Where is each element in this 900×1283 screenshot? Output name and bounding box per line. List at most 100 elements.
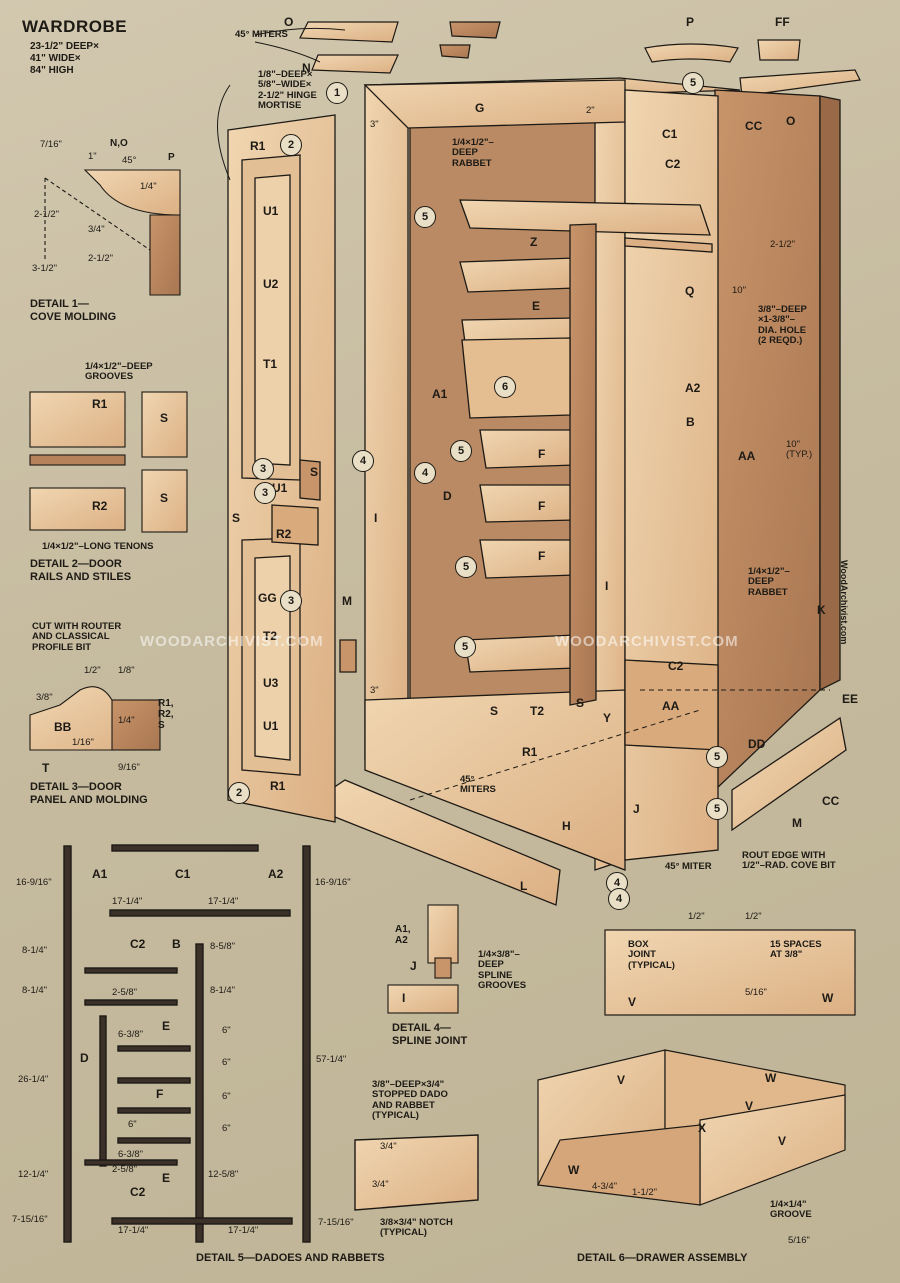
size-line-height: 84" HIGH xyxy=(30,65,74,76)
d6-dim-4-3-4: 4-3/4" xyxy=(592,1181,618,1192)
d5-label-d: D xyxy=(80,1051,89,1065)
d5-label-c2-bottom: C2 xyxy=(130,1185,146,1199)
d1-label-1-4: 1/4" xyxy=(140,181,157,192)
d6-dim-1-2-left: 1/2" xyxy=(688,911,705,922)
part-label-ee: EE xyxy=(842,692,859,706)
d5-dim-left-1: 16-9/16" xyxy=(16,877,52,888)
part-label-s-upper: S xyxy=(310,465,319,479)
d5-dim-inner-2: 17-1/4" xyxy=(208,896,239,907)
part-label-f-3: F xyxy=(538,549,546,563)
watermark-left: WOODARCHIVIST.COM xyxy=(140,633,324,650)
d5-dim-3-4-b: 3/4" xyxy=(372,1179,389,1190)
part-label-cc-top: CC xyxy=(745,119,763,133)
part-label-aa-bottom: AA xyxy=(662,699,680,713)
note-rout-edge: ROUT EDGE WITH 1/2"–RAD. COVE BIT xyxy=(742,850,836,872)
d5-dim-left-2: 8-1/4" xyxy=(22,945,48,956)
d5-label-c2-top: C2 xyxy=(130,937,146,951)
part-label-t1: T1 xyxy=(263,357,278,371)
d3-label-3-8: 3/8" xyxy=(36,692,53,703)
part-label-t2: T2 xyxy=(263,629,278,643)
part-label-aa-right: AA xyxy=(738,449,756,463)
d5-label-a1: A1 xyxy=(92,867,108,881)
d5-dim-inner-7: 2-5/8" xyxy=(112,1164,138,1175)
crown-molding-pieces xyxy=(299,21,861,97)
d5-label-c1: C1 xyxy=(175,867,191,881)
d2-label-s-top: S xyxy=(160,411,169,425)
size-line-width: 41" WIDE× xyxy=(30,53,81,64)
d6-label-v-1: V xyxy=(617,1073,626,1087)
d1-label-7-16: 7/16" xyxy=(40,139,62,150)
d6-label-x: X xyxy=(698,1121,707,1135)
part-label-s-left: S xyxy=(232,511,241,525)
d5-dim-left-6: 7-15/16" xyxy=(12,1214,48,1225)
d5-dim-left-4: 26-1/4" xyxy=(18,1074,49,1085)
part-label-u3: U3 xyxy=(263,676,279,690)
part-label-r1-top: R1 xyxy=(250,139,266,153)
detail-3-drawing xyxy=(29,686,161,751)
watermark-right: WOODARCHIVIST.COM xyxy=(555,633,739,650)
part-label-p: P xyxy=(686,15,695,29)
detail-4-drawing xyxy=(387,904,459,1014)
d1-label-p: P xyxy=(168,152,175,163)
part-label-r1-bottom: R1 xyxy=(270,779,286,793)
note-hinge-mortise: 1/8"–DEEP× 5/8"–WIDE× 2-1/2" HINGE MORTI… xyxy=(258,69,317,112)
d5-dim-right-2: 8-5/8" xyxy=(210,941,236,952)
d5-label-a2: A2 xyxy=(268,867,284,881)
d5-dim-right-4: 6" xyxy=(222,1025,231,1036)
d5-dim-right-6: 6" xyxy=(222,1091,231,1102)
detail-5-drawing xyxy=(63,844,479,1243)
d1-label-no: N,O xyxy=(110,138,128,149)
detail-1-drawing xyxy=(44,169,181,296)
note-3in-bottom: 3" xyxy=(370,685,379,696)
part-label-s-inner-right: S xyxy=(576,696,585,710)
part-label-u2: U2 xyxy=(263,277,279,291)
part-label-d: D xyxy=(443,489,452,503)
d1-label-3-4: 3/4" xyxy=(88,224,105,235)
part-label-n: N xyxy=(302,61,311,75)
side-watermark: WoodArchivist.com xyxy=(839,560,849,645)
detail-3-caption: DETAIL 3—DOOR PANEL AND MOLDING xyxy=(30,781,148,806)
callout-circle: 3 xyxy=(252,458,274,480)
d3-label-9-16: 9/16" xyxy=(118,762,140,773)
d5-dim-left-5: 12-1/4" xyxy=(18,1169,49,1180)
part-label-gg: GG xyxy=(258,591,277,605)
d5-dim-right-9: 7-15/16" xyxy=(318,1217,354,1228)
callout-circle: 4 xyxy=(352,450,374,472)
part-label-u1-top: U1 xyxy=(263,204,279,218)
d5-dim-inner-9: 17-1/4" xyxy=(228,1225,259,1236)
d3-label-t: T xyxy=(42,761,50,775)
part-label-g: G xyxy=(475,101,485,115)
note-45-miter: 45° MITER xyxy=(665,861,712,872)
callout-circle: 5 xyxy=(706,746,728,768)
callout-circle: 1 xyxy=(326,82,348,104)
note-rabbet-top: 1/4×1/2"– DEEP RABBET xyxy=(452,137,494,169)
detail-6-caption: DETAIL 6—DRAWER ASSEMBLY xyxy=(577,1252,748,1264)
part-label-ff: FF xyxy=(775,15,790,29)
detail-1-caption: DETAIL 1— COVE MOLDING xyxy=(30,298,117,323)
d6-label-v-3: V xyxy=(778,1134,787,1148)
part-label-a2: A2 xyxy=(685,381,701,395)
part-label-cc-bottom: CC xyxy=(822,794,840,808)
d6-dim-5-16-bottom: 5/16" xyxy=(788,1235,810,1246)
d3-label-r1r2s: R1, R2, S xyxy=(158,698,174,731)
note-2in: 2" xyxy=(586,105,595,116)
part-label-l: L xyxy=(520,879,528,893)
part-label-o-right: O xyxy=(786,114,796,128)
size-line-depth: 23-1/2" DEEP× xyxy=(30,41,99,52)
d5-label-e-bottom: E xyxy=(162,1171,171,1185)
part-label-u1-bottom: U1 xyxy=(263,719,279,733)
callout-circle: 2 xyxy=(228,782,250,804)
d6-dim-1-2-right: 1/2" xyxy=(745,911,762,922)
d3-label-bb: BB xyxy=(54,720,72,734)
part-label-i-left: I xyxy=(374,511,378,525)
d3-router-note: CUT WITH ROUTER AND CLASSICAL PROFILE BI… xyxy=(32,621,122,653)
part-label-j: J xyxy=(633,802,640,816)
callout-circle: 6 xyxy=(494,376,516,398)
d6-dim-1-1-2: 1-1/2" xyxy=(632,1187,658,1198)
detail-6-drawing xyxy=(537,929,856,1206)
callout-circle: 5 xyxy=(450,440,472,462)
d5-label-f: F xyxy=(156,1087,164,1101)
callout-circle: 5 xyxy=(414,206,436,228)
part-label-s-inner-left: S xyxy=(490,704,499,718)
callout-circle: 2 xyxy=(280,134,302,156)
